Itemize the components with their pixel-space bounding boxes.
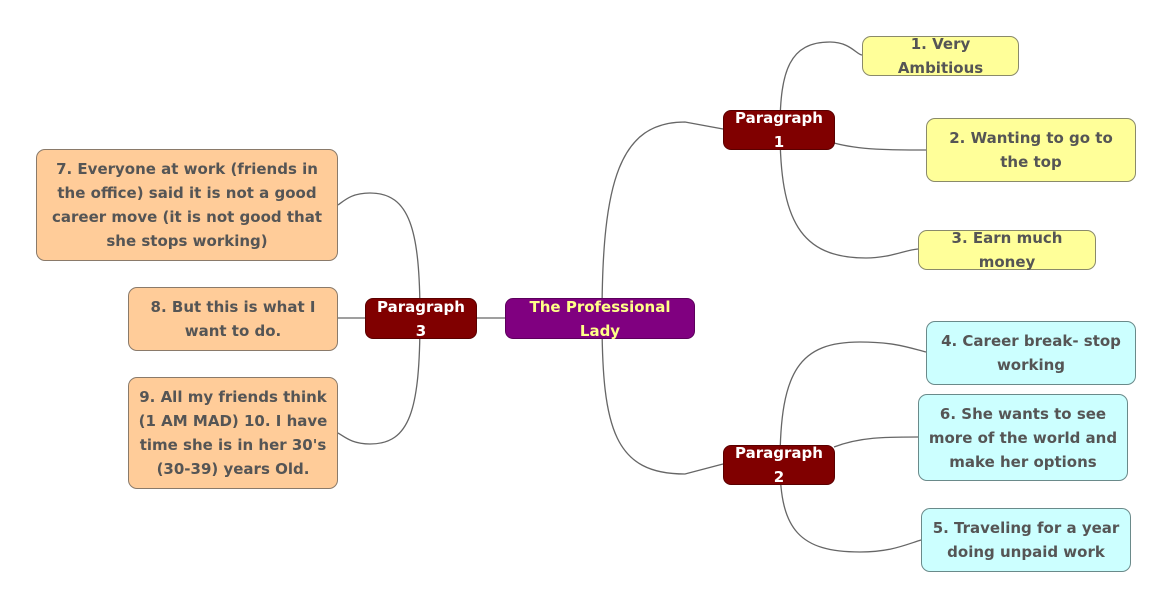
leaf-friends-think[interactable]: 9. All my friends think (1 AM MAD) 10. I… — [128, 377, 338, 489]
link-p2-l5 — [779, 463, 922, 553]
link-root-p2 — [601, 317, 724, 475]
leaf-wanting-top[interactable]: 2. Wanting to go to the top — [926, 118, 1136, 182]
link-p2-l4 — [779, 341, 927, 465]
link-p1-l2 — [833, 142, 927, 151]
link-p1-l3 — [779, 128, 919, 259]
link-root-p1 — [601, 121, 724, 319]
link-p1-l1 — [779, 41, 863, 130]
leaf-career-break[interactable]: 4. Career break- stop working — [926, 321, 1136, 385]
leaf-earn-money[interactable]: 3. Earn much money — [918, 229, 1096, 271]
leaf-everyone-at-work[interactable]: 7. Everyone at work (friends in the offi… — [36, 149, 338, 261]
link-p3-l7 — [337, 192, 421, 319]
branch-paragraph-1[interactable]: Paragraph 1 — [723, 109, 835, 151]
central-topic[interactable]: The Professional Lady — [505, 298, 695, 340]
branch-paragraph-2[interactable]: Paragraph 2 — [723, 444, 835, 486]
leaf-see-world[interactable]: 6. She wants to see more of the world an… — [918, 394, 1128, 481]
leaf-traveling[interactable]: 5. Traveling for a year doing unpaid wor… — [921, 508, 1131, 572]
leaf-very-ambitious[interactable]: 1. Very Ambitious — [862, 35, 1019, 77]
leaf-what-i-want[interactable]: 8. But this is what I want to do. — [128, 287, 338, 351]
link-p3-l9 — [337, 317, 421, 445]
branch-paragraph-3[interactable]: Paragraph 3 — [365, 298, 477, 340]
link-p2-l6 — [833, 436, 919, 448]
